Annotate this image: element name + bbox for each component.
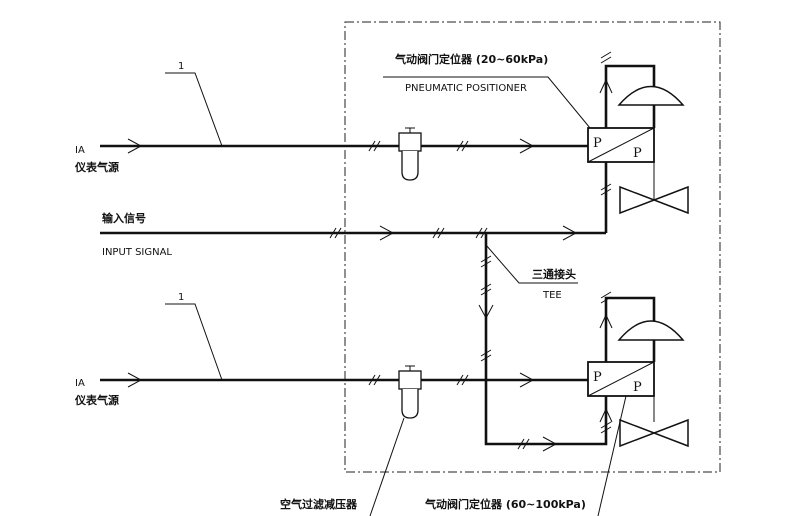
flow-arrow — [379, 225, 395, 241]
input-signal-label-zh: 输入信号 — [102, 211, 146, 225]
positioner-top-label-zh: 气动阀门定位器 (20~60kPa) — [394, 52, 548, 66]
flow-arrow — [599, 78, 613, 94]
filter-regulator-label-zh: 空气过滤减压器 — [280, 497, 358, 511]
leader-line — [597, 395, 627, 516]
tee-label-en: TEE — [542, 290, 562, 301]
leader-line — [165, 72, 223, 147]
leader-line — [165, 303, 223, 381]
control-valve-top — [604, 64, 689, 215]
leader-line — [485, 244, 578, 284]
positioner-bottom-label-zh: 气动阀门定位器 (60~100kPa) — [424, 497, 586, 511]
positioner-top-label-en: PNEUMATIC POSITIONER — [405, 83, 527, 94]
svg-text:P: P — [593, 136, 602, 151]
leader-number-bottom: 1 — [178, 292, 184, 303]
filter-regulator-top — [398, 127, 422, 181]
svg-text:P: P — [633, 146, 642, 161]
leader-line — [369, 417, 405, 516]
ia-label-bottom: IA — [75, 378, 85, 389]
equipment-boundary — [344, 21, 721, 473]
control-valve-bottom — [604, 296, 689, 448]
flow-arrow — [519, 138, 535, 154]
flow-arrow — [519, 372, 535, 388]
positioner-bottom: P P — [587, 361, 655, 397]
signal-branch-line — [484, 233, 608, 446]
flow-arrow — [127, 138, 143, 154]
flow-arrow — [562, 225, 578, 241]
flow-arrow — [478, 304, 494, 320]
ia-label-top: IA — [75, 145, 85, 156]
instrument-air-label-top: 仪表气源 — [74, 160, 119, 174]
flow-arrow — [599, 313, 613, 329]
svg-text:P: P — [633, 380, 642, 395]
tee-label-zh: 三通接头 — [532, 267, 576, 281]
flow-arrow — [127, 372, 143, 388]
svg-text:P: P — [593, 370, 602, 385]
leader-number-top: 1 — [178, 61, 184, 72]
flow-arrow — [542, 436, 558, 452]
input-signal-label-en: INPUT SIGNAL — [102, 247, 172, 258]
filter-regulator-bottom — [398, 365, 422, 419]
leader-line — [383, 76, 591, 129]
pipe-slash-markers — [329, 51, 612, 450]
instrument-air-label-bottom: 仪表气源 — [74, 393, 119, 407]
positioner-top: P P — [587, 127, 655, 163]
flow-arrow — [599, 407, 613, 423]
